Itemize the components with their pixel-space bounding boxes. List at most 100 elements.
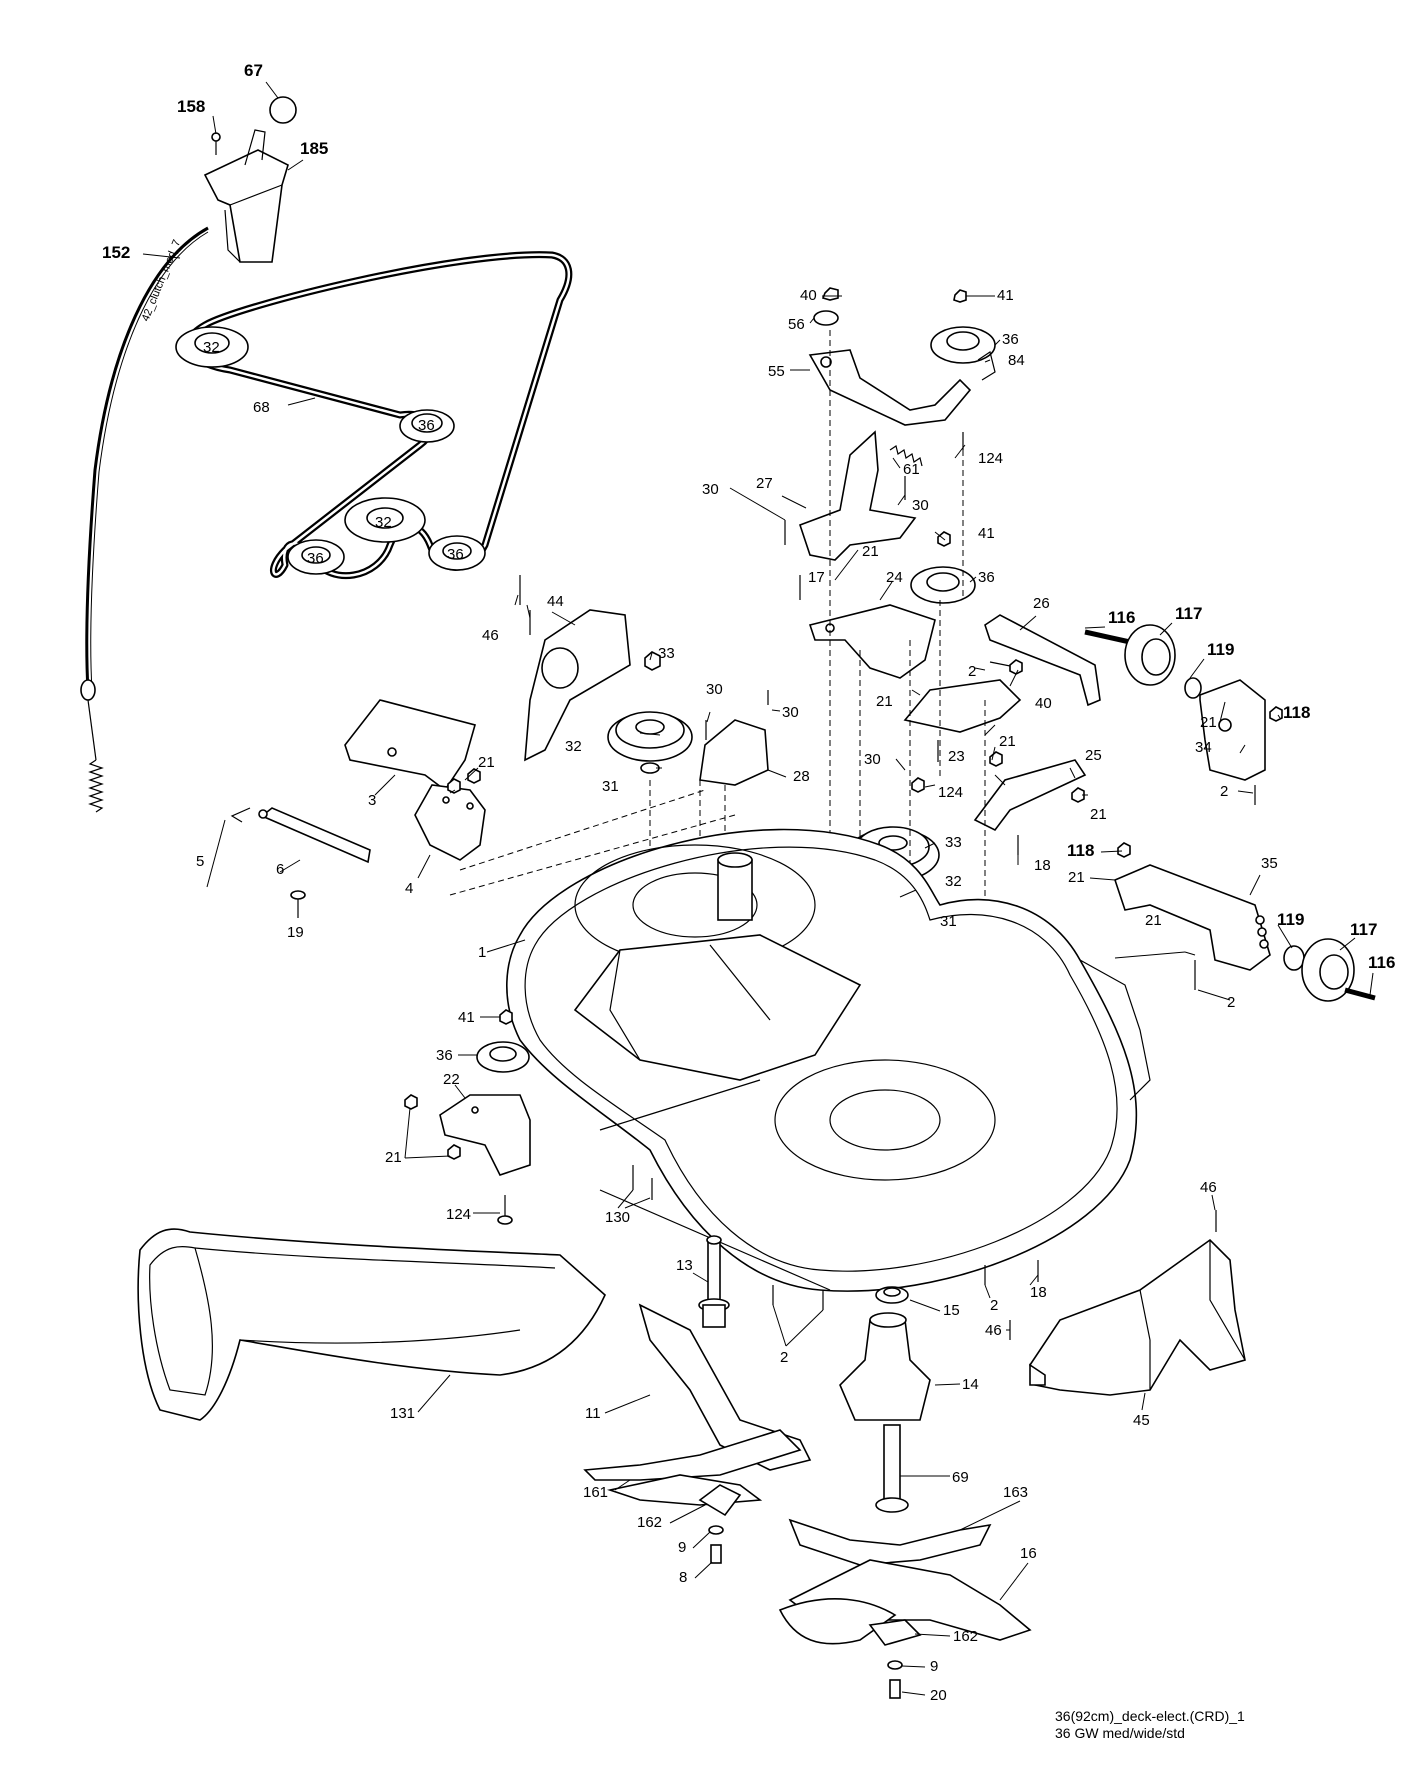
label-5: 5 bbox=[196, 853, 204, 870]
deck-bolts-lower bbox=[772, 1210, 1217, 1340]
label-161: 161 bbox=[583, 1484, 608, 1501]
cable-152 bbox=[85, 226, 209, 691]
label-2a: 2 bbox=[968, 663, 976, 680]
label-21f: 21 bbox=[1090, 806, 1107, 823]
label-30e: 30 bbox=[864, 751, 881, 768]
pulley-label-36-right: 36 bbox=[447, 546, 464, 563]
label-9b: 9 bbox=[930, 1658, 938, 1675]
label-119b: 119 bbox=[1277, 910, 1304, 929]
label-40b: 40 bbox=[1035, 695, 1052, 712]
diagram-caption: 36(92cm)_deck-elect.(CRD)_1 36 GW med/wi… bbox=[1055, 1708, 1245, 1742]
lever-bracket-185 bbox=[203, 149, 289, 263]
label-16: 16 bbox=[1020, 1545, 1037, 1562]
label-32a: 32 bbox=[565, 738, 582, 755]
blade-161 bbox=[583, 1429, 802, 1481]
label-116b: 116 bbox=[1368, 953, 1395, 972]
label-18b: 18 bbox=[1030, 1284, 1047, 1301]
caption-line-2: 36 GW med/wide/std bbox=[1055, 1725, 1185, 1741]
label-17: 17 bbox=[808, 569, 825, 586]
label-18a: 18 bbox=[1034, 857, 1051, 874]
label-131: 131 bbox=[390, 1405, 415, 1422]
right-spindle-blade bbox=[778, 1286, 1032, 1699]
label-24: 24 bbox=[886, 569, 903, 586]
label-68: 68 bbox=[253, 399, 270, 416]
part-labels: 67 158 185 152 68 32 36 32 36 36 40 41 5… bbox=[102, 61, 1395, 1704]
label-19: 19 bbox=[287, 924, 304, 941]
bracket-27 bbox=[798, 430, 917, 561]
lower-left-idler bbox=[404, 1009, 653, 1225]
label-21e: 21 bbox=[478, 754, 495, 771]
pulley-label-36-left: 36 bbox=[307, 550, 324, 567]
label-117a: 117 bbox=[1175, 604, 1202, 623]
label-33b: 33 bbox=[945, 834, 962, 851]
blade-adapter-11 bbox=[638, 1303, 812, 1471]
label-36b: 36 bbox=[978, 569, 995, 586]
label-27: 27 bbox=[756, 475, 773, 492]
gauge-wheel-lower bbox=[1114, 842, 1376, 1002]
label-124b: 124 bbox=[938, 784, 963, 801]
mower-deck-1 bbox=[506, 828, 1151, 1292]
label-33a: 33 bbox=[658, 645, 675, 662]
label-55: 55 bbox=[768, 363, 785, 380]
label-185: 185 bbox=[300, 139, 328, 158]
label-21c: 21 bbox=[1200, 714, 1217, 731]
label-23: 23 bbox=[948, 748, 965, 765]
label-21g: 21 bbox=[1068, 869, 1085, 886]
bracket-22 bbox=[439, 1094, 531, 1176]
label-15: 15 bbox=[943, 1302, 960, 1319]
label-163: 163 bbox=[1003, 1484, 1028, 1501]
left-brackets bbox=[230, 575, 631, 918]
bracket-23 bbox=[903, 679, 1022, 733]
label-8: 8 bbox=[679, 1569, 687, 1586]
label-28: 28 bbox=[793, 768, 810, 785]
spindle-69 bbox=[883, 1424, 901, 1506]
label-21b: 21 bbox=[876, 693, 893, 710]
label-21i: 21 bbox=[385, 1149, 402, 1166]
bracket-34 bbox=[1199, 679, 1266, 781]
label-22: 22 bbox=[443, 1071, 460, 1088]
spindle-13 bbox=[707, 1239, 721, 1301]
label-1: 1 bbox=[478, 944, 486, 961]
label-116a: 116 bbox=[1108, 608, 1135, 627]
label-118a: 118 bbox=[1283, 703, 1310, 722]
label-2e: 2 bbox=[780, 1349, 788, 1366]
label-30d: 30 bbox=[782, 704, 799, 721]
label-30a: 30 bbox=[702, 481, 719, 498]
label-11: 11 bbox=[585, 1405, 601, 1422]
label-152: 152 bbox=[102, 243, 130, 262]
cable-text: 42_clutch_mod_7 bbox=[140, 238, 184, 323]
label-46b: 46 bbox=[1200, 1179, 1217, 1196]
label-34: 34 bbox=[1195, 739, 1212, 756]
label-61: 61 bbox=[903, 461, 920, 478]
label-162b: 162 bbox=[953, 1628, 978, 1645]
label-32b: 32 bbox=[945, 873, 962, 890]
label-21d: 21 bbox=[999, 733, 1016, 750]
label-6: 6 bbox=[276, 861, 284, 878]
bracket-3 bbox=[344, 699, 476, 792]
label-21a: 21 bbox=[862, 543, 879, 560]
label-31b: 31 bbox=[940, 913, 957, 930]
label-3: 3 bbox=[368, 792, 376, 809]
label-46c: 46 bbox=[985, 1322, 1002, 1339]
label-124a: 124 bbox=[978, 450, 1003, 467]
label-14: 14 bbox=[962, 1376, 979, 1393]
label-67: 67 bbox=[244, 61, 263, 80]
label-41c: 41 bbox=[458, 1009, 475, 1026]
idler-arm-assembly bbox=[784, 287, 1101, 855]
label-40a: 40 bbox=[800, 287, 817, 304]
bracket-44 bbox=[524, 609, 631, 762]
bracket-25 bbox=[973, 759, 1087, 832]
label-117b: 117 bbox=[1350, 920, 1377, 939]
label-46a: 46 bbox=[482, 627, 499, 644]
label-2c: 2 bbox=[1227, 994, 1235, 1011]
cover-45 bbox=[1029, 1238, 1246, 1396]
bracket-4 bbox=[414, 784, 486, 861]
label-30b: 30 bbox=[912, 497, 929, 514]
link-6 bbox=[260, 807, 371, 864]
left-spindle-blade bbox=[583, 1235, 812, 1564]
label-2d: 2 bbox=[990, 1297, 998, 1314]
bracket-28 bbox=[699, 719, 769, 786]
pulley-label-32-bottom: 32 bbox=[375, 514, 392, 531]
bracket-24 bbox=[808, 604, 936, 679]
label-21h: 21 bbox=[1145, 912, 1162, 929]
